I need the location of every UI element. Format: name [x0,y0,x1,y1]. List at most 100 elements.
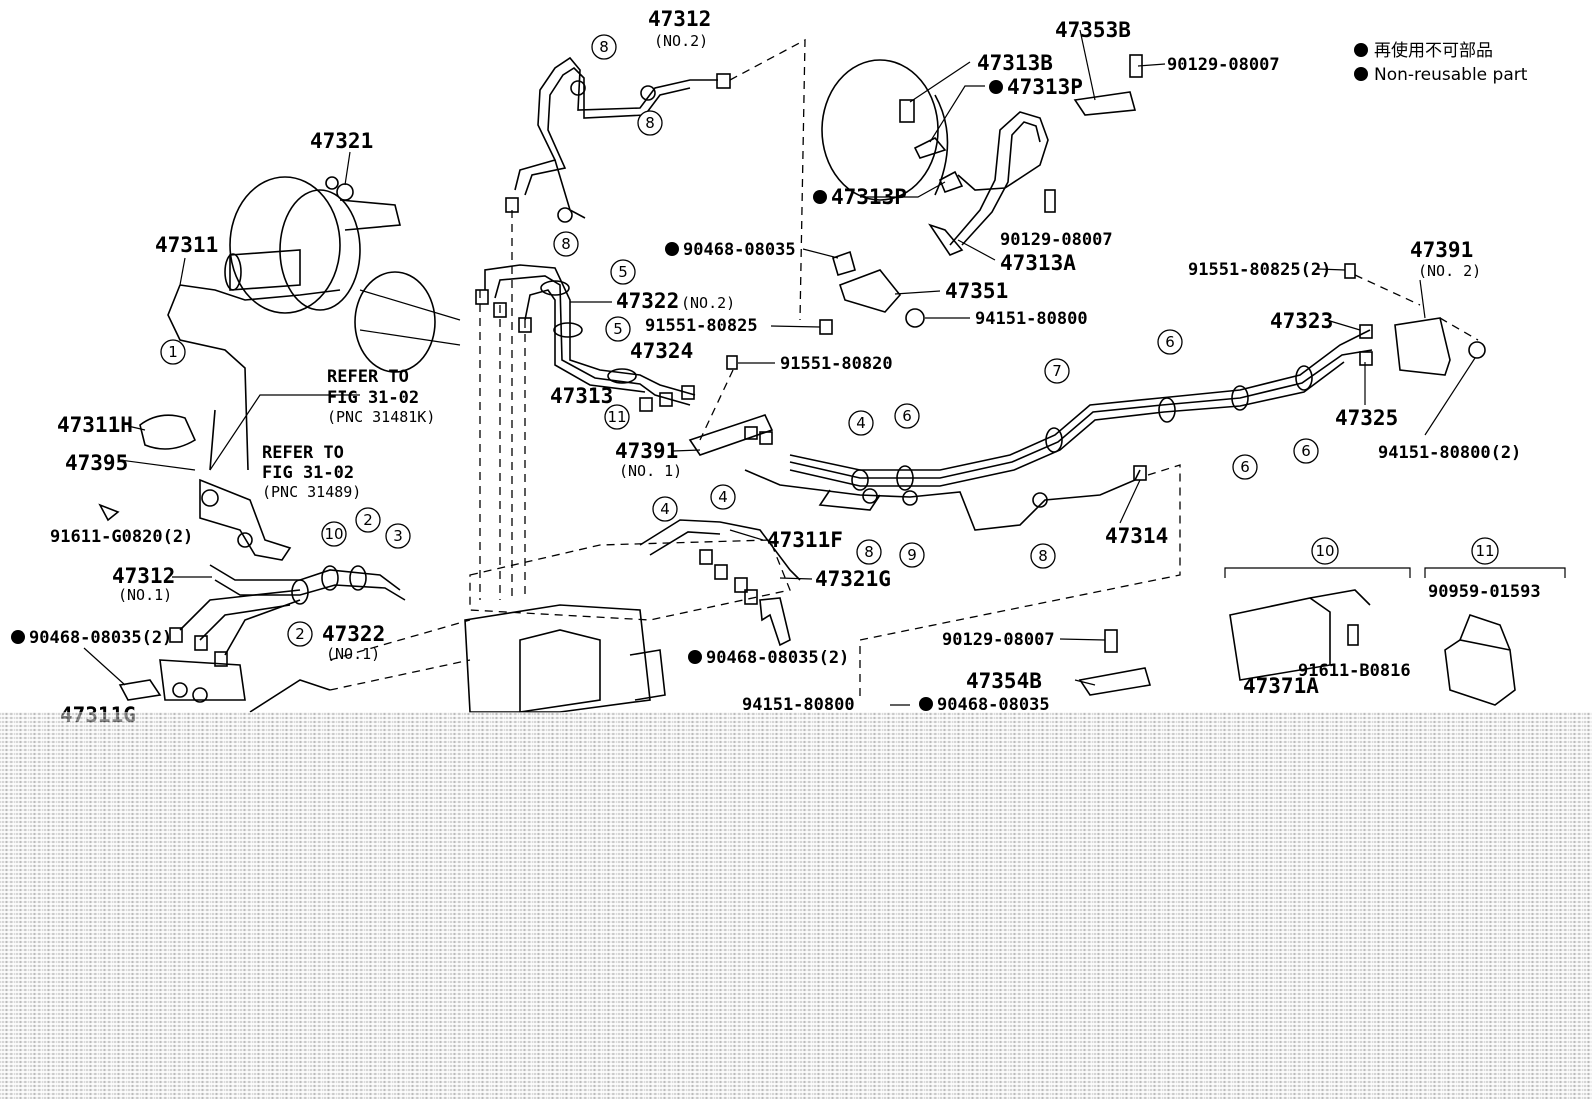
callout-8: 8 [637,110,663,136]
svg-text:10: 10 [324,525,343,543]
label-47322-no1-sub: (NO.1) [326,645,380,663]
clamp-shape [1231,385,1249,411]
clip-shape [913,137,947,159]
leader-47395 [119,459,196,471]
svg-text:6: 6 [1301,442,1311,460]
nut-shape [744,426,758,440]
group-bracket-11 [1424,567,1566,578]
label-47313P-b: 47313P [831,185,907,209]
bolt-shape [1044,189,1056,213]
label-47325: 47325 [1335,406,1398,430]
svg-text:4: 4 [856,414,866,432]
clamp-shape [640,85,656,101]
leader-refer1 [209,394,360,471]
label-47351: 47351 [945,279,1008,303]
callout-6: 6 [1232,454,1258,480]
svg-text:2: 2 [363,511,373,529]
svg-text:3: 3 [393,527,403,545]
label-refer1-line1: REFER TO [327,367,409,387]
label-47354B: 47354B [966,669,1042,693]
label-94151-80800-a: 94151-80800 [975,309,1088,329]
label-47391-no2: 47391 [1410,238,1473,262]
label-90129-08007-low: 90129-08007 [942,630,1055,650]
drum-shape [934,94,949,196]
bolt-shape [1347,624,1359,646]
scan-noise-overlay [0,712,1592,1099]
non-reusable-dot-icon [1354,43,1368,57]
svg-text:6: 6 [1165,333,1175,351]
nut-shape [905,308,925,328]
leader-47311 [179,257,186,286]
bolt-shape [899,99,915,123]
leader-47321G [779,577,813,580]
nut-shape [716,73,731,89]
label-47312-no1-sub: (NO.1) [118,586,172,604]
svg-text:8: 8 [1038,547,1048,565]
callout-8: 8 [1030,543,1056,569]
label-91551-80825-a: 91551-80825 [645,316,758,336]
leader-47313P-b [860,181,946,198]
bolt-shape [1344,263,1356,279]
svg-text:8: 8 [599,38,609,56]
pipe-47322-no1 [199,604,291,641]
nut-shape [214,651,228,667]
svg-text:11: 11 [1475,542,1494,560]
svg-text:2: 2 [295,625,305,643]
callout-7: 7 [1044,358,1070,384]
label-47395: 47395 [65,451,128,475]
leader-dashed [729,38,806,321]
bracket-47391-no2-shape [1394,317,1451,376]
label-47371A: 47371A [1243,674,1319,698]
hose-47313A-shape [961,121,1041,246]
svg-text:9: 9 [907,546,917,564]
svg-text:4: 4 [660,500,670,518]
clamp-47371A-shape [1309,589,1371,606]
pipe-47322-no1 [179,589,301,631]
label-90468-08035-2b: 90468-08035(2) [706,648,849,668]
drum-shape [821,59,939,201]
pipe-47313 [524,289,646,393]
nut-shape [493,302,507,318]
label-94151-80800-low: 94151-80800 [742,695,855,715]
nut-shape [1468,341,1486,359]
leader-47311H [127,425,146,431]
non-reusable-dot-icon [813,190,827,204]
pipe-47312-no1 [209,564,401,591]
nut-shape [172,682,188,698]
hose-47313A-shape [949,111,1049,246]
non-reusable-dot-icon [919,697,933,711]
non-reusable-dot-icon [688,650,702,664]
leader-90129-low [1059,638,1106,641]
label-47311F: 47311F [767,528,843,552]
pipe-segment [249,679,331,713]
leader-47351 [894,290,941,295]
label-47313A: 47313A [1000,251,1076,275]
label-47322-no1: 47322 [322,622,385,646]
label-47324: 47324 [630,339,693,363]
master-cylinder-shape [224,253,242,291]
callout-11: 11 [604,404,630,430]
leader-47391-no2 [1419,279,1426,319]
leader-47313P-a [929,85,985,143]
callout-markers: 1 2 3 10 2 8 8 8 5 5 11 4 6 7 6 6 6 8 9 … [160,34,1499,647]
bolt-shape [1104,629,1118,653]
legend-en-text: Non-reusable part [1374,65,1528,85]
leader-94151-2 [1424,357,1476,436]
clamp-shape [862,488,878,504]
clamp-shape [607,368,637,384]
bracket-47353B-shape [1073,91,1137,116]
clamp-90959-shape [1459,614,1511,651]
label-refer2-line2: FIG 31-02 [262,463,354,483]
callout-11: 11 [1471,537,1499,565]
leader-dashed [859,464,1181,700]
label-47313: 47313 [550,384,613,408]
label-refer1-line2: FIG 31-02 [327,388,419,408]
label-47391-no1: 47391 [615,439,678,463]
clip-shape [118,679,162,701]
pipe-rear-main [789,329,1371,471]
hose-fitting-shape [928,223,964,256]
bracket-47395-shape [199,478,292,561]
svg-text:4: 4 [718,488,728,506]
svg-text:6: 6 [1240,458,1250,476]
